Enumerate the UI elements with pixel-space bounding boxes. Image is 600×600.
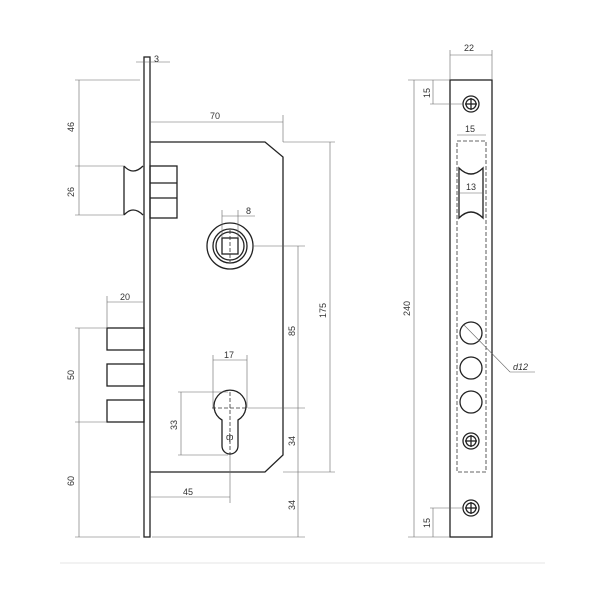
dim-d12: d12 [513, 362, 528, 372]
dim-175: 175 [318, 303, 328, 318]
dimension-lines [60, 61, 545, 564]
deadbolts [106, 327, 145, 423]
dim-17: 17 [224, 350, 234, 360]
dim-8: 8 [246, 206, 251, 216]
dim-45: 45 [183, 487, 193, 497]
dim-3: 3 [154, 54, 159, 64]
dim-34-upper: 34 [287, 436, 297, 446]
dim-15-opening: 15 [465, 124, 475, 134]
dim-22: 22 [464, 43, 474, 53]
dim-46: 46 [66, 122, 76, 132]
lock-body [150, 141, 284, 473]
dim-13: 13 [466, 182, 476, 192]
dim-20: 20 [120, 292, 130, 302]
screw-hole-icon [462, 95, 480, 113]
dim-34-lower: 34 [287, 500, 297, 510]
cylinder-cutout [212, 389, 248, 455]
screw-hole-icon [462, 499, 480, 517]
latch-bolt [123, 165, 178, 219]
screw-hole-icon [462, 432, 480, 450]
dim-240: 240 [402, 301, 412, 316]
dim-60: 60 [66, 476, 76, 486]
dim-15-top: 15 [422, 88, 432, 98]
strike-dimension-labels: 22 15 15 13 240 d12 15 [402, 43, 528, 528]
dim-33: 33 [169, 420, 179, 430]
dimension-labels: 3 70 46 26 8 20 175 85 50 17 33 ф 34 34 … [66, 54, 328, 510]
dim-50: 50 [66, 370, 76, 380]
dim-70: 70 [210, 111, 220, 121]
dim-15-bottom: 15 [422, 518, 432, 528]
dim-26: 26 [66, 187, 76, 197]
strike-plate [449, 79, 493, 538]
dim-slot: ф [226, 432, 234, 442]
strike-dimension-lines [408, 50, 535, 538]
dim-85: 85 [287, 326, 297, 336]
faceplate [143, 56, 151, 538]
spindle-hub [206, 222, 254, 270]
